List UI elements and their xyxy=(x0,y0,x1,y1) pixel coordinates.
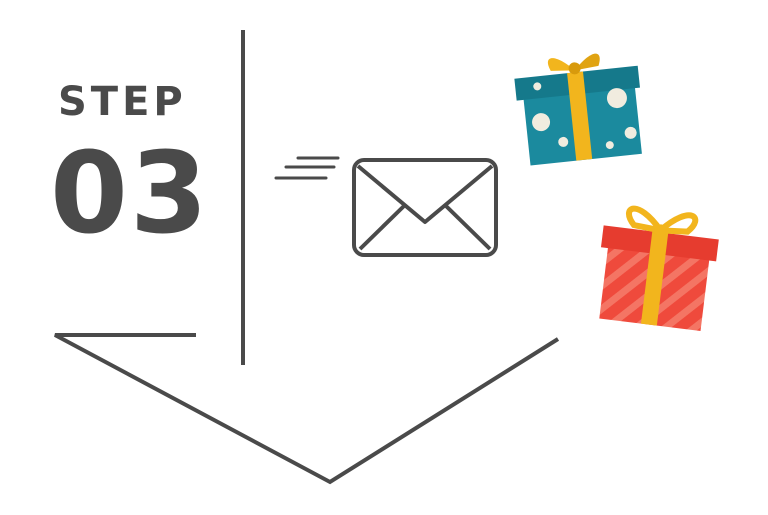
gift-red-icon xyxy=(599,205,719,331)
envelope-icon xyxy=(352,158,498,257)
gift-blue-icon xyxy=(514,53,642,166)
down-arrow-icon xyxy=(54,333,560,485)
step-number: 03 xyxy=(50,129,210,259)
speed-lines-icon xyxy=(274,156,340,180)
step-label: STEP xyxy=(58,79,187,125)
